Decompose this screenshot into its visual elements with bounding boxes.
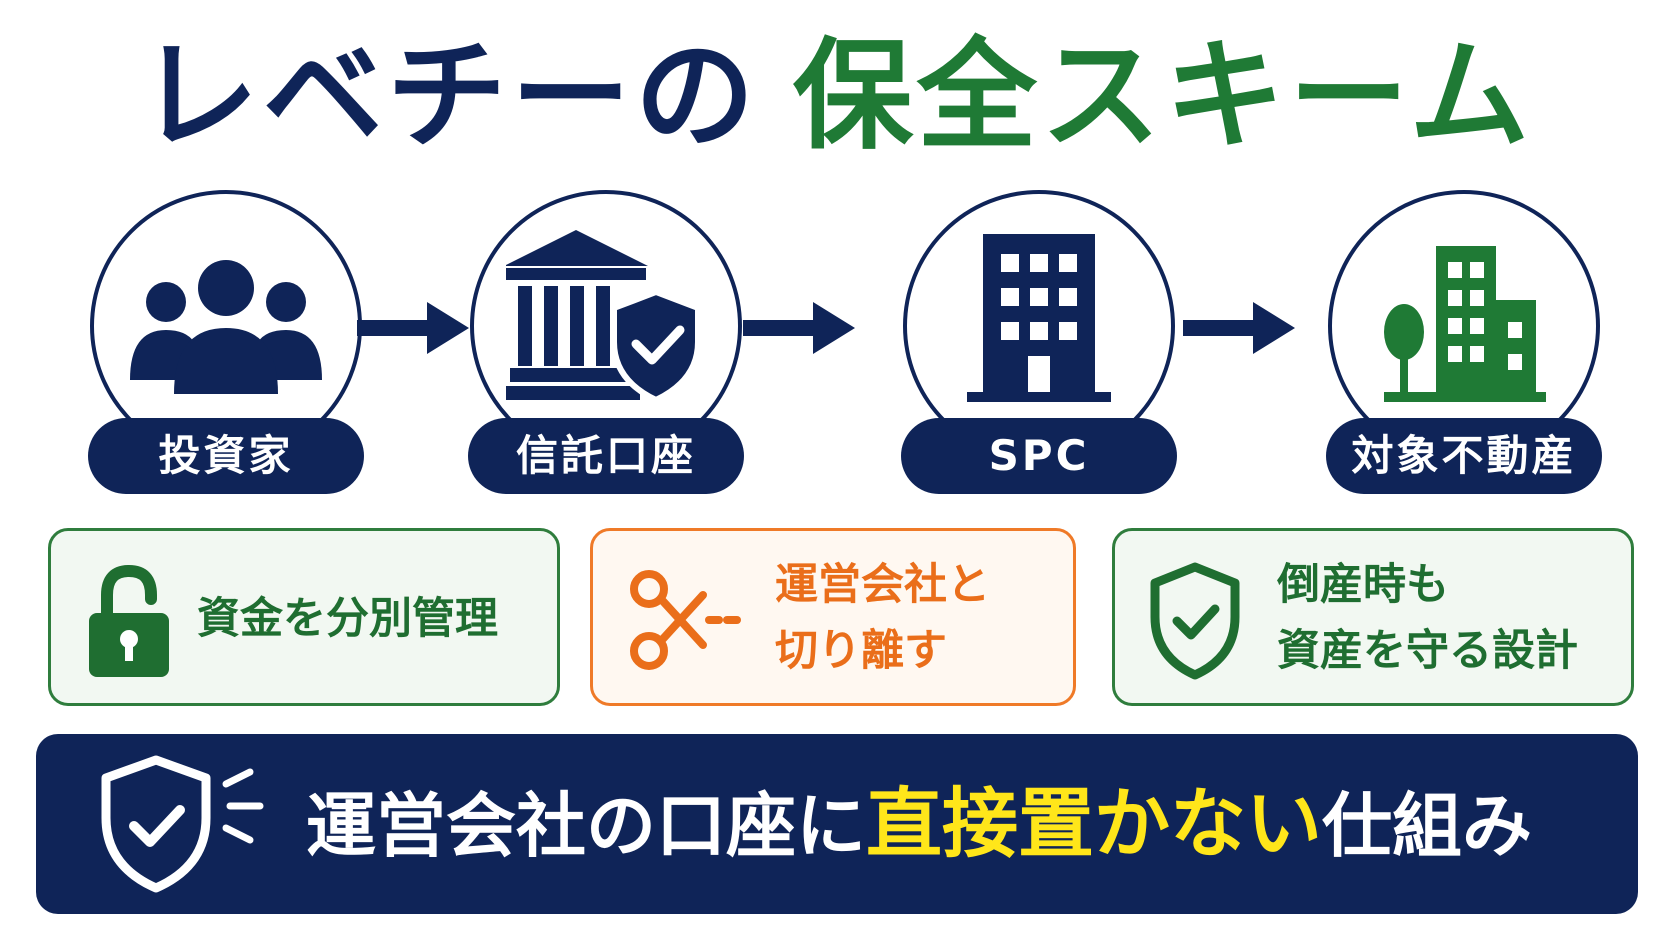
feature-text-line2: 資産を守る設計 <box>1277 626 1578 676</box>
page-title: レベチーの保全スキーム <box>0 22 1672 172</box>
step-label: 信託口座 <box>468 418 744 494</box>
arrow-right-icon <box>743 298 855 358</box>
flow-step-target-property: 対象不動産 <box>1326 190 1602 494</box>
arrow-right-icon <box>1183 298 1295 358</box>
summary-banner: 運営会社の口座に直接置かない仕組み <box>36 734 1638 914</box>
summary-text-after: 仕組み <box>1322 785 1532 867</box>
shield-check-icon <box>92 754 282 894</box>
step-circle <box>90 190 362 462</box>
scissors-icon <box>627 559 747 681</box>
feature-text-line1: 資金を分別管理 <box>197 594 498 644</box>
summary-text-highlight: 直接置かない <box>866 779 1322 868</box>
bank-shield-icon <box>506 230 706 420</box>
step-label: SPC <box>901 418 1177 494</box>
people-group-icon <box>126 230 326 420</box>
shield-check-icon <box>1145 559 1245 681</box>
step-label: 対象不動産 <box>1326 418 1602 494</box>
summary-text-before: 運営会社の口座に <box>306 785 866 867</box>
feature-text-line2: 切り離す <box>775 626 947 676</box>
feature-card-separation: 運営会社と 切り離す <box>590 528 1076 706</box>
padlock-icon <box>79 559 179 681</box>
title-part-brand: レベチーの <box>138 27 759 166</box>
summary-text: 運営会社の口座に直接置かない仕組み <box>306 772 1616 876</box>
feature-text-line1: 運営会社と <box>775 560 990 610</box>
flow-step-investors: 投資家 <box>88 190 364 494</box>
property-buildings-icon <box>1364 230 1564 420</box>
flow-step-spc: SPC <box>901 190 1177 494</box>
step-label: 投資家 <box>88 418 364 494</box>
flow-step-trust-account: 信託口座 <box>468 190 744 494</box>
title-part-scheme: 保全スキーム <box>792 27 1534 166</box>
office-building-icon <box>939 230 1139 420</box>
feature-text-line1: 倒産時も <box>1277 560 1449 610</box>
arrow-right-icon <box>357 298 469 358</box>
feature-card-bankruptcy-protection: 倒産時も 資産を守る設計 <box>1112 528 1634 706</box>
feature-card-segregated-management: 資金を分別管理 <box>48 528 560 706</box>
